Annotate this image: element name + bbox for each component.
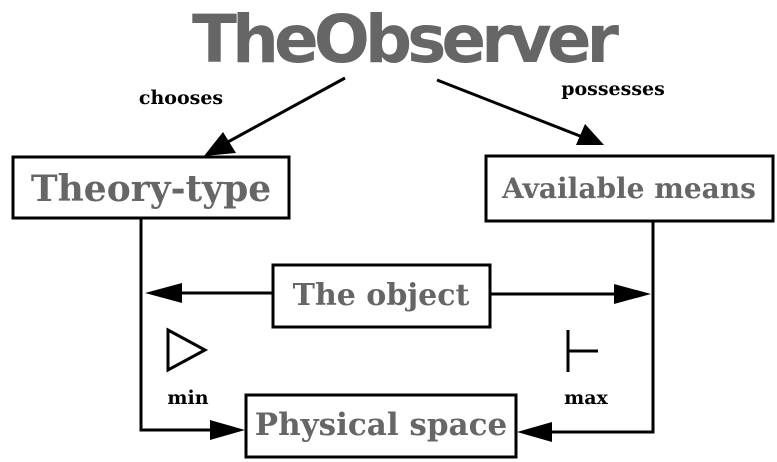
theory-type-label: Theory-type xyxy=(31,168,271,210)
max-label: max xyxy=(564,387,608,409)
min-path-line xyxy=(139,218,222,432)
available-means-box: Available means xyxy=(484,154,775,223)
min-triangle-icon xyxy=(166,327,209,373)
theory-type-box: Theory-type xyxy=(11,155,291,220)
the-object-label: The object xyxy=(293,278,470,313)
max-path-arrowhead xyxy=(517,422,552,442)
chooses-arrow-line xyxy=(225,76,346,145)
max-path-line xyxy=(540,221,655,434)
available-means-label: Available means xyxy=(501,172,756,205)
possesses-arrowhead xyxy=(576,124,604,145)
chooses-label: chooses xyxy=(139,87,223,109)
possesses-arrow-line xyxy=(436,78,581,138)
object-right-arrowhead xyxy=(614,284,651,304)
chooses-arrowhead xyxy=(204,132,236,156)
min-label: min xyxy=(167,387,208,409)
max-bar-icon xyxy=(566,330,598,372)
object-left-arrowhead xyxy=(145,283,182,303)
possesses-label: possesses xyxy=(561,78,665,100)
physical-space-label: Physical space xyxy=(255,407,507,443)
diagram-title: TheObserver xyxy=(192,1,620,78)
physical-space-box: Physical space xyxy=(244,393,518,459)
min-path-arrowhead xyxy=(210,420,245,440)
the-object-box: The object xyxy=(271,263,492,329)
